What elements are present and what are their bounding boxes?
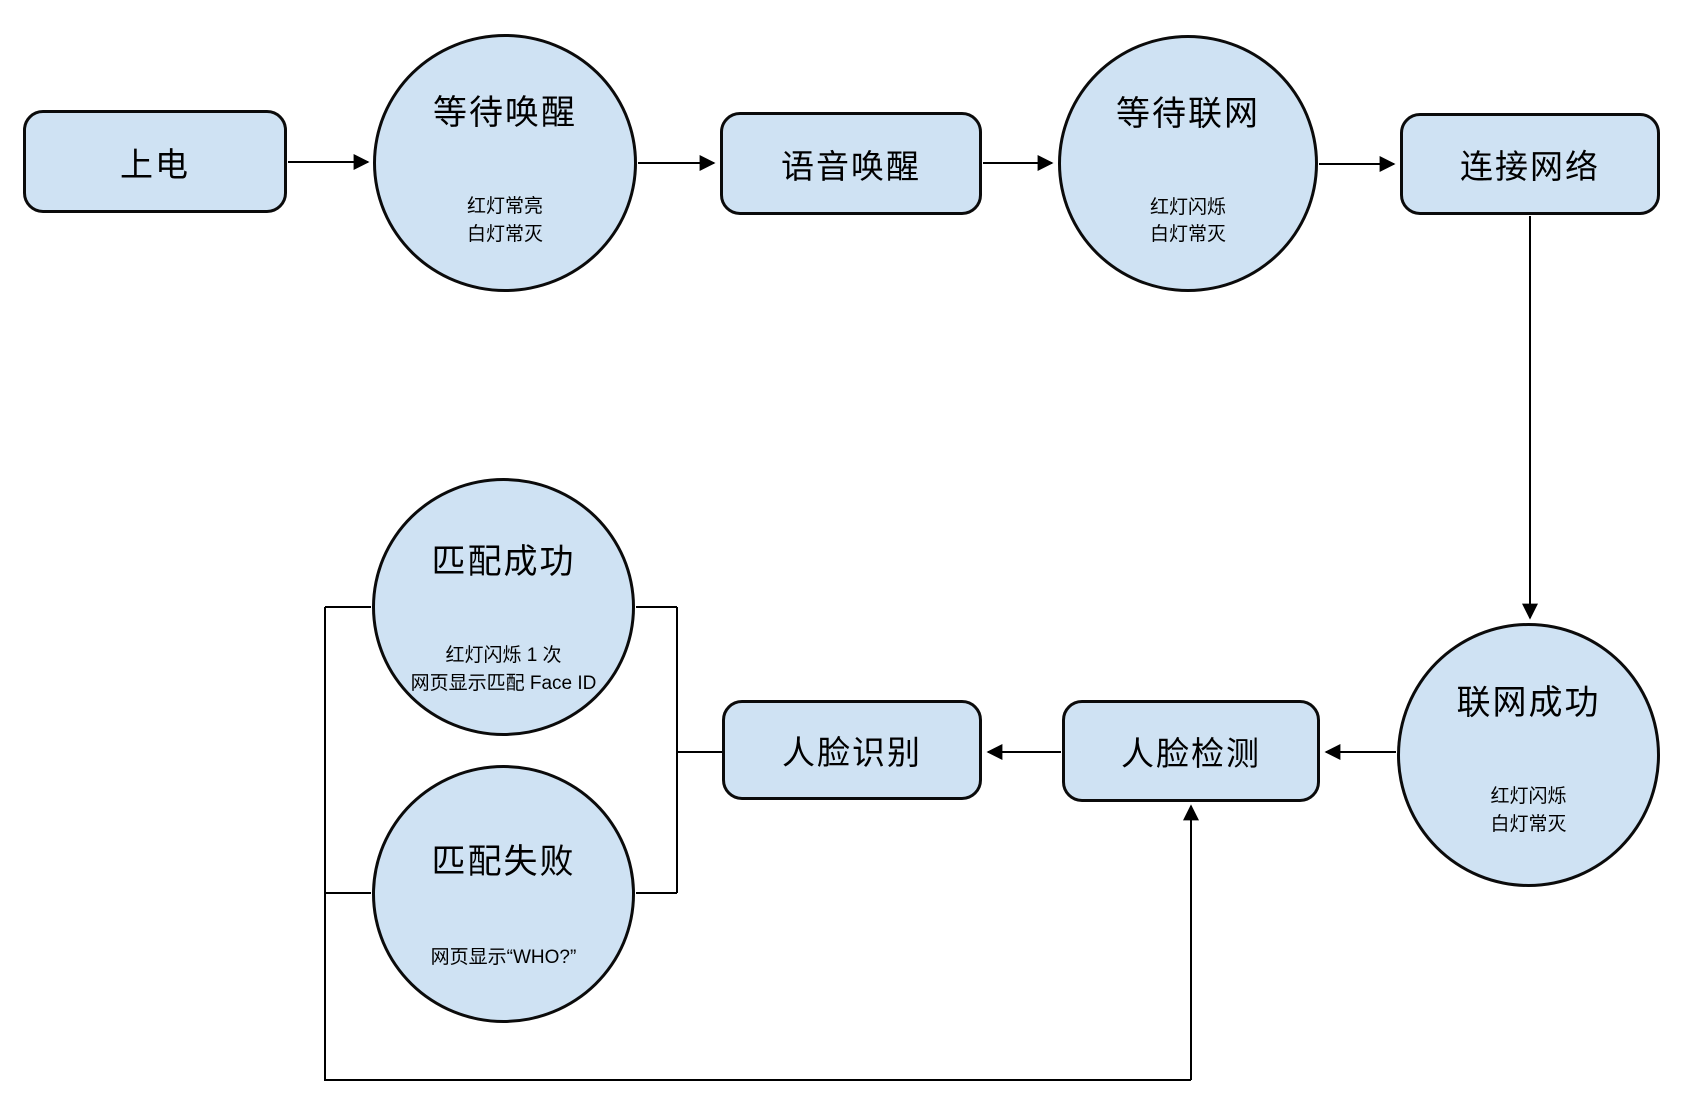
node-face-detection: 人脸检测 xyxy=(1062,700,1320,802)
node-wait-network-notes: 红灯闪烁 白灯常灭 xyxy=(1061,194,1315,249)
node-connect-network-label: 连接网络 xyxy=(1460,148,1600,185)
node-match-success-title: 匹配成功 xyxy=(431,542,576,581)
note-line: 红灯闪烁 xyxy=(1149,196,1226,218)
node-wait-wake: 等待唤醒 红灯常亮 白灯常灭 xyxy=(373,34,637,292)
node-network-success: 联网成功 红灯闪烁 白灯常灭 xyxy=(1397,623,1660,887)
node-match-success-notes: 红灯闪烁 1 次 网页显示匹配 Face ID xyxy=(375,642,632,697)
node-wait-wake-notes: 红灯常亮 白灯常灭 xyxy=(376,193,634,248)
node-connect-network: 连接网络 xyxy=(1400,113,1660,215)
node-wait-network-title: 等待联网 xyxy=(1116,94,1260,133)
node-voice-wake: 语音唤醒 xyxy=(720,112,982,215)
node-match-fail-notes: 网页显示“WHO?” xyxy=(375,944,632,972)
edge-match-feedback-loop xyxy=(324,606,1191,1081)
node-match-fail-title: 匹配失败 xyxy=(431,842,576,881)
node-wait-network: 等待联网 红灯闪烁 白灯常灭 xyxy=(1058,35,1318,292)
node-match-fail: 匹配失败 网页显示“WHO?” xyxy=(372,765,635,1023)
node-wait-wake-title: 等待唤醒 xyxy=(433,93,577,132)
edge-facerecog-to-match-bracket xyxy=(636,606,722,894)
node-face-recognition-label: 人脸识别 xyxy=(782,734,922,771)
note-line: 红灯闪烁 xyxy=(1490,786,1567,808)
node-network-success-notes: 红灯闪烁 白灯常灭 xyxy=(1400,783,1657,838)
note-line: 白灯常灭 xyxy=(466,223,543,245)
node-network-success-title: 联网成功 xyxy=(1456,684,1601,723)
node-power-on-label: 上电 xyxy=(120,145,190,183)
node-power-on: 上电 xyxy=(23,110,287,213)
note-line: 白灯常灭 xyxy=(1490,813,1567,835)
node-match-success: 匹配成功 红灯闪烁 1 次 网页显示匹配 Face ID xyxy=(372,478,635,736)
node-face-detection-label: 人脸检测 xyxy=(1121,735,1261,772)
node-face-recognition: 人脸识别 xyxy=(722,700,982,800)
note-line: 白灯常灭 xyxy=(1149,224,1226,246)
note-line: 网页显示“WHO?” xyxy=(430,947,577,969)
node-voice-wake-label: 语音唤醒 xyxy=(781,147,921,185)
note-line: 红灯常亮 xyxy=(466,196,543,218)
note-line: 网页显示匹配 Face ID xyxy=(410,672,597,694)
note-line: 红灯闪烁 1 次 xyxy=(445,645,562,667)
